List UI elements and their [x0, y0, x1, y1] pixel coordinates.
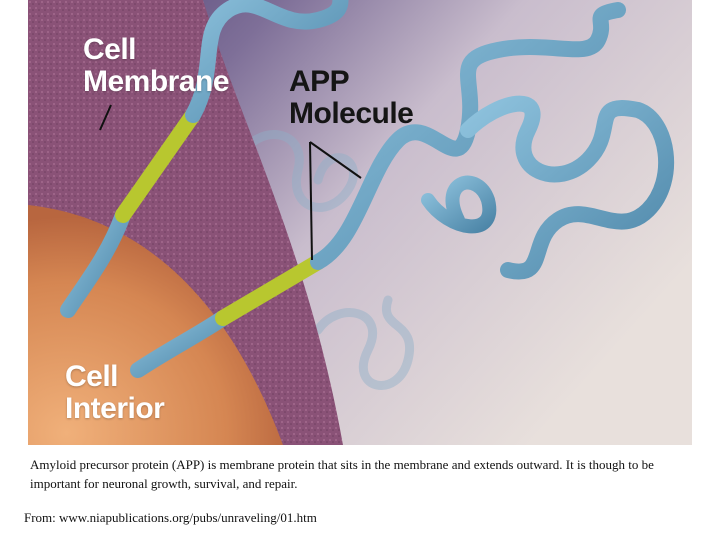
cell-membrane-label: Cell Membrane [83, 34, 229, 98]
cell-interior-label: Cell Interior [65, 361, 164, 425]
app-illustration: Cell Membrane APP Molecule Cell Interior [28, 0, 692, 445]
source-citation: From: www.niapublications.org/pubs/unrav… [24, 510, 317, 526]
figure-caption: Amyloid precursor protein (APP) is membr… [30, 455, 690, 493]
app-molecule-label: APP Molecule [289, 66, 413, 130]
